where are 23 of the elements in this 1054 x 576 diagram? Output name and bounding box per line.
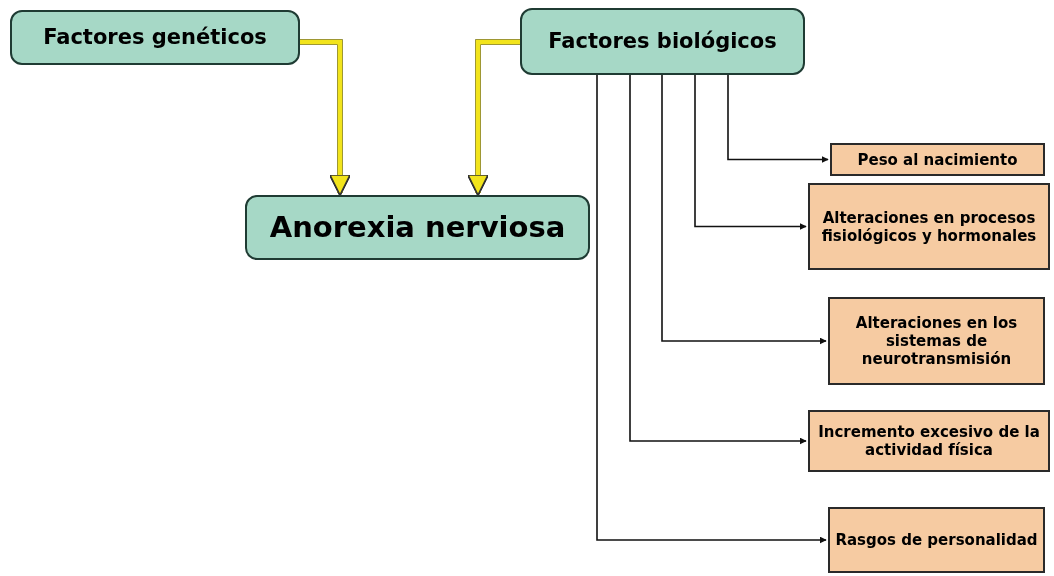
outcome-box bbox=[245, 195, 590, 260]
arrow bbox=[596, 74, 827, 544]
factor-box bbox=[10, 10, 300, 65]
factor-detail-box bbox=[808, 183, 1050, 270]
node-label: Alteraciones en procesos fisiológicos y hormonales bbox=[820, 208, 1038, 245]
arrow bbox=[661, 74, 827, 345]
node-label: Incremento excesivo de la actividad física bbox=[817, 423, 1041, 459]
double-line-arrow bbox=[467, 39, 520, 196]
node-label: Peso al nacimiento bbox=[857, 150, 1018, 169]
factor-detail-box bbox=[828, 297, 1045, 385]
node-label: Factores genéticos bbox=[43, 23, 267, 51]
arrow bbox=[694, 74, 807, 230]
arrow bbox=[727, 74, 829, 163]
node-label: Alteraciones en los sistemas de neurotransmisión bbox=[854, 314, 1019, 368]
node-label: Rasgos de personalidad bbox=[835, 531, 1038, 549]
factor-detail-box bbox=[830, 143, 1045, 176]
double-line-arrow bbox=[300, 39, 351, 196]
node-label: Anorexia nerviosa bbox=[269, 208, 566, 246]
factor-box bbox=[520, 8, 805, 75]
node-label: Factores biológicos bbox=[548, 27, 777, 55]
factor-detail-box bbox=[828, 507, 1045, 573]
factor-detail-box bbox=[808, 410, 1050, 472]
arrow bbox=[629, 74, 807, 445]
